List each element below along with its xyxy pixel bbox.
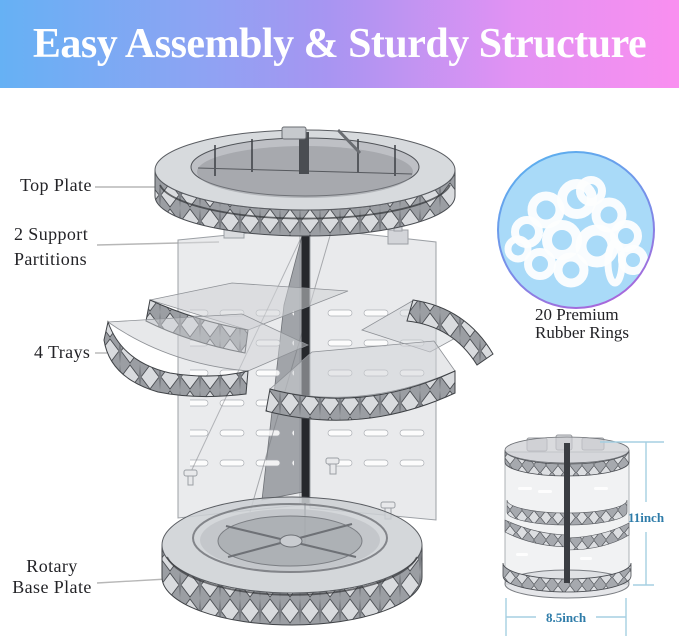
rubber-rings-caption: 20 Premium Rubber Rings	[535, 305, 629, 342]
callout-line-base-plate	[96, 578, 168, 584]
width-dimension-label: 8.5inch	[546, 610, 587, 625]
title-banner: Easy Assembly & Sturdy Structure	[0, 0, 679, 88]
dimension-annotations: 11inch 8.5inch	[505, 441, 665, 636]
base-plate-illustration	[161, 496, 423, 626]
height-dimension-label: 11inch	[628, 510, 665, 525]
tray-right	[265, 340, 456, 421]
page-title: Easy Assembly & Sturdy Structure	[32, 21, 647, 67]
top-plate-illustration	[154, 126, 456, 237]
trays-illustration	[103, 282, 494, 421]
label-trays: 4 Trays	[34, 342, 91, 362]
label-base-plate: Rotary Base Plate	[12, 556, 92, 597]
body-slots	[516, 487, 608, 560]
label-top-plate: Top Plate	[20, 175, 92, 195]
dimension-lines	[505, 441, 664, 636]
rubber-rings-icon	[504, 176, 648, 288]
rubber-rings-badge	[497, 151, 655, 309]
assembled-organizer-illustration	[502, 434, 632, 599]
tray-right-far	[361, 299, 494, 366]
label-support-partitions: 2 Support Partitions	[14, 224, 89, 269]
tray-left	[103, 313, 309, 398]
